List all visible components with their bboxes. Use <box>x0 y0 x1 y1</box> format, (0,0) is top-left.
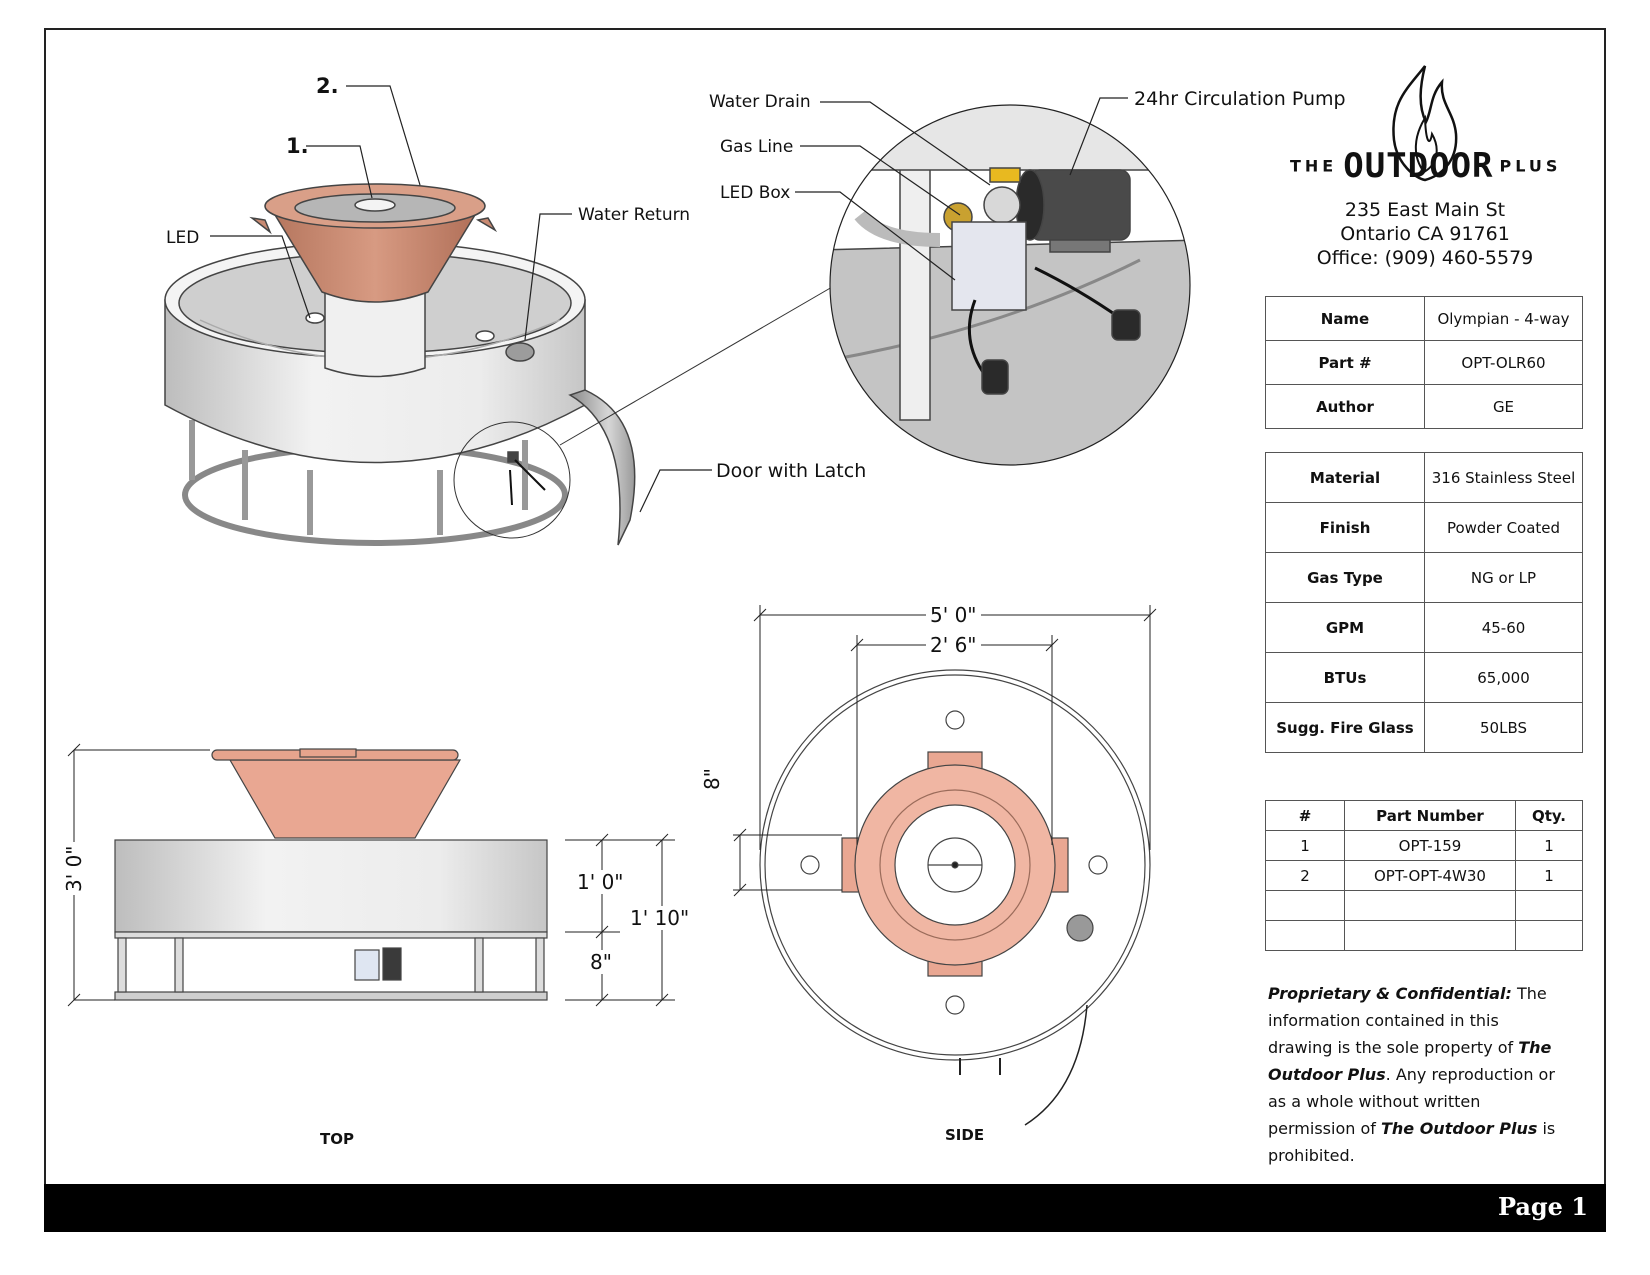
row-part-number: OPT-OPT-4W30 <box>1344 860 1516 891</box>
dim-offset: 8" <box>700 766 724 792</box>
brand-plus: PLUS <box>1499 156 1562 176</box>
table-row <box>1265 890 1583 921</box>
notice-text-2: . Any reproduction or as a whole without… <box>1268 1065 1555 1138</box>
btus-label: BTUs <box>1265 652 1425 703</box>
address-line-2: Ontario CA 91761 <box>1340 223 1510 245</box>
row-number <box>1265 890 1345 921</box>
notice-text-1: The information contained in this drawin… <box>1268 984 1547 1057</box>
notice-company-1: The Outdoor Plus <box>1268 1038 1552 1084</box>
btus-value: 65,000 <box>1424 652 1583 703</box>
table-row: Name Olympian - 4-way <box>1265 296 1583 341</box>
view-label-plan: SIDE <box>945 1126 985 1144</box>
confidentiality-notice: Proprietary & Confidential: The informat… <box>1268 980 1568 1169</box>
table-row <box>1265 920 1583 951</box>
row-qty <box>1515 920 1583 951</box>
name-value: Olympian - 4-way <box>1424 296 1583 341</box>
row-part-number <box>1344 890 1516 921</box>
table-row: 2 OPT-OPT-4W30 1 <box>1265 860 1583 891</box>
material-label: Material <box>1265 452 1425 503</box>
part-label: Part # <box>1265 340 1425 385</box>
row-qty <box>1515 890 1583 921</box>
address-line-1: 235 East Main St <box>1344 199 1506 221</box>
row-qty: 1 <box>1515 860 1583 891</box>
footer-bar: Page 1 <box>44 1184 1606 1232</box>
callout-gas-line: Gas Line <box>720 137 794 157</box>
header-number: # <box>1265 800 1345 831</box>
title-block-table: Name Olympian - 4-way Part # OPT-OLR60 A… <box>1265 296 1583 429</box>
flame-logo-icon <box>1392 65 1458 182</box>
fire-glass-label: Sugg. Fire Glass <box>1265 702 1425 753</box>
table-row: 1 OPT-159 1 <box>1265 830 1583 861</box>
office-phone: Office: (909) 460-5579 <box>1316 247 1534 269</box>
table-row: Gas Type NG or LP <box>1265 552 1583 603</box>
dim-height-overall: 3' 0" <box>62 842 86 895</box>
table-row: Finish Powder Coated <box>1265 502 1583 553</box>
isometric-view <box>164 183 871 546</box>
row-number <box>1265 920 1345 951</box>
part-value: OPT-OLR60 <box>1424 340 1583 385</box>
table-row: BTUs 65,000 <box>1265 652 1583 703</box>
row-part-number <box>1344 920 1516 951</box>
header-part-number: Part Number <box>1344 800 1516 831</box>
callout-led: LED <box>166 228 200 248</box>
callout-leaders-detail <box>795 97 1128 281</box>
page-number: Page 1 <box>1497 1192 1588 1221</box>
table-row: Author GE <box>1265 384 1583 429</box>
dim-height-bowl: 1' 0" <box>575 870 626 894</box>
fire-glass-value: 50LBS <box>1424 702 1583 753</box>
view-label-front: TOP <box>320 1130 354 1148</box>
callout-water-drain: Water Drain <box>709 92 811 112</box>
front-elevation <box>114 748 548 1001</box>
notice-text-3: is prohibited. <box>1268 1119 1556 1165</box>
notice-company-2: The Outdoor Plus <box>1380 1119 1538 1138</box>
row-part-number: OPT-159 <box>1344 830 1516 861</box>
finish-label: Finish <box>1265 502 1425 553</box>
dim-width-overall: 5' 0" <box>926 603 981 627</box>
table-row: Sugg. Fire Glass 50LBS <box>1265 702 1583 753</box>
notice-lead: Proprietary & Confidential: <box>1268 984 1512 1003</box>
callout-water-return: Water Return <box>578 205 691 225</box>
callout-door-latch: Door with Latch <box>716 460 867 482</box>
plan-view <box>759 669 1151 1126</box>
brand-the: THE <box>1290 156 1338 176</box>
gas-type-value: NG or LP <box>1424 552 1583 603</box>
dim-height-leg: 8" <box>588 950 614 974</box>
callout-part-2: 2. <box>316 74 339 98</box>
gas-type-label: Gas Type <box>1265 552 1425 603</box>
gpm-value: 45-60 <box>1424 602 1583 653</box>
brand-name: OUTDOOR <box>1343 146 1494 186</box>
dim-width-bowl: 2' 6" <box>926 633 981 657</box>
dim-height-base: 1' 10" <box>628 906 692 930</box>
detail-view <box>829 104 1191 466</box>
callout-circulation-pump: 24hr Circulation Pump <box>1134 88 1346 110</box>
company-address: 235 East Main St Ontario CA 91761 Office… <box>1290 198 1560 270</box>
material-value: 316 Stainless Steel <box>1424 452 1583 503</box>
row-qty: 1 <box>1515 830 1583 861</box>
row-number: 1 <box>1265 830 1345 861</box>
row-number: 2 <box>1265 860 1345 891</box>
finish-value: Powder Coated <box>1424 502 1583 553</box>
author-value: GE <box>1424 384 1583 429</box>
parts-table: # Part Number Qty. 1 OPT-159 1 2 OPT-OPT… <box>1265 800 1583 951</box>
header-qty: Qty. <box>1515 800 1583 831</box>
callout-part-1: 1. <box>286 134 309 158</box>
table-row: GPM 45-60 <box>1265 602 1583 653</box>
callout-leaders-iso <box>210 85 712 513</box>
author-label: Author <box>1265 384 1425 429</box>
table-header-row: # Part Number Qty. <box>1265 800 1583 831</box>
callout-led-box: LED Box <box>720 183 791 203</box>
name-label: Name <box>1265 296 1425 341</box>
table-row: Part # OPT-OLR60 <box>1265 340 1583 385</box>
gpm-label: GPM <box>1265 602 1425 653</box>
front-dimensions <box>67 743 675 1007</box>
specs-table: Material 316 Stainless Steel Finish Powd… <box>1265 452 1583 753</box>
table-row: Material 316 Stainless Steel <box>1265 452 1583 503</box>
